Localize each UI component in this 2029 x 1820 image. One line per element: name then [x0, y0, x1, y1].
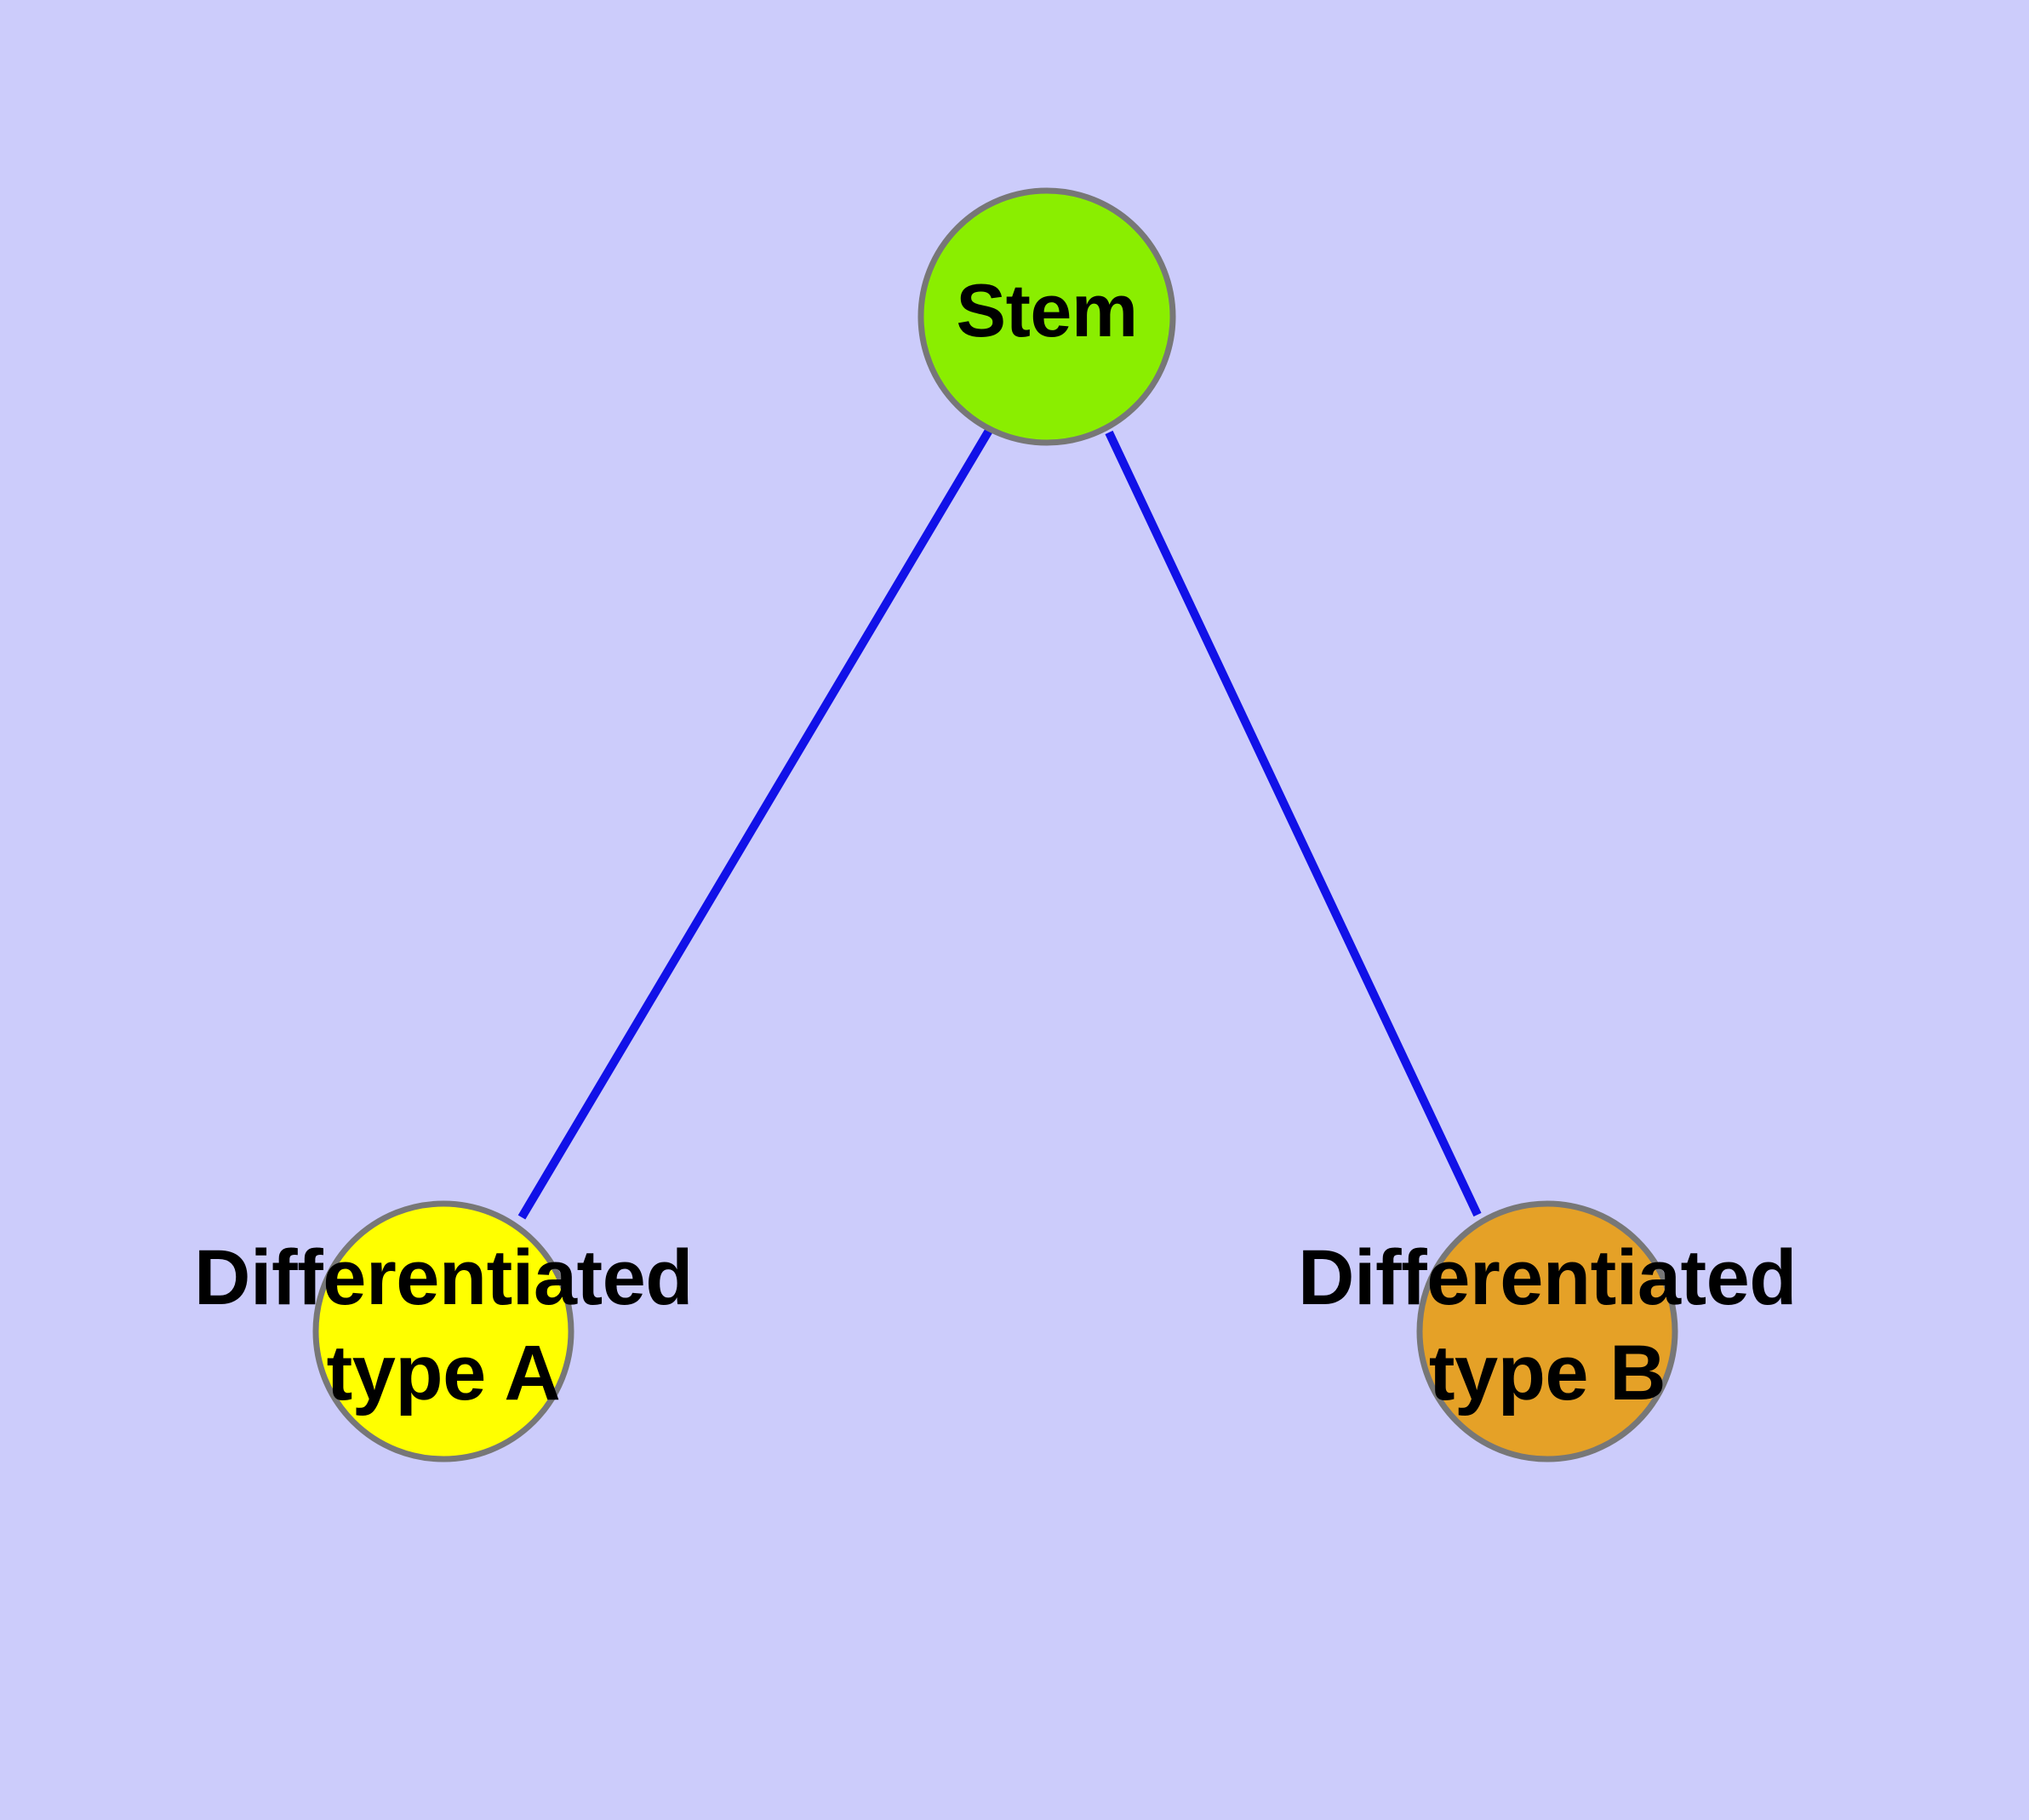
label-line: type A — [327, 1330, 561, 1417]
label-line: Differentiated — [1298, 1234, 1797, 1321]
graph-node-label-diff_b: Differentiated type B — [1298, 1234, 1797, 1417]
graph-node-label-diff_a: Differentiated type A — [194, 1234, 693, 1417]
graph-node-diff_a[interactable] — [312, 1200, 574, 1462]
graph-node-label-stem: Stem — [956, 268, 1137, 352]
graph-edge[interactable] — [1105, 430, 1482, 1217]
label-line: type B — [1429, 1330, 1666, 1417]
graph-node-diff_b[interactable] — [1416, 1200, 1678, 1462]
edges-layer — [517, 426, 1482, 1220]
nodes-layer — [312, 187, 1678, 1462]
label-line: Differentiated — [194, 1234, 693, 1321]
graph-edge[interactable] — [517, 426, 994, 1220]
label-line: Stem — [956, 268, 1137, 352]
graph-node-stem[interactable] — [917, 187, 1176, 446]
